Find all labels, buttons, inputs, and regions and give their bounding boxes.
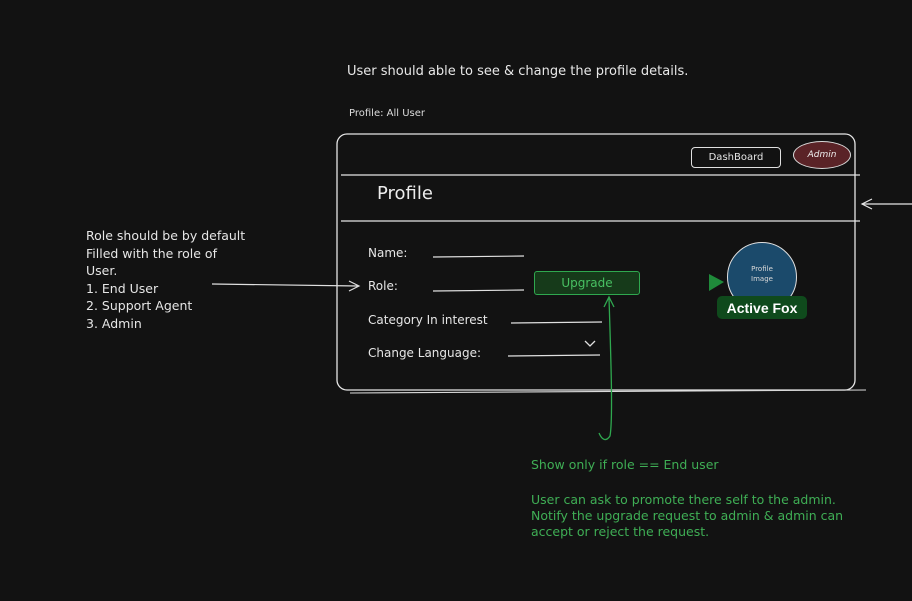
upgrade-note-line: Notify the upgrade request to admin & ad… [531,508,844,523]
chevron-down-icon[interactable] [584,338,596,351]
category-label: Category In interest [368,313,488,327]
frame-caption: Profile: All User [349,108,426,119]
right-arrow-head [860,198,873,210]
language-field-line [507,354,601,357]
upgrade-button[interactable]: Upgrade [534,271,640,295]
role-field-line [432,289,525,292]
role-note-line: Filled with the role of [86,245,217,261]
role-label: Role: [368,279,398,293]
name-label: Name: [368,246,408,260]
upgrade-arrow-line [598,297,613,441]
page-title: Profile [377,183,433,204]
role-note-line: 3. Admin [86,315,142,331]
category-field-line [510,321,603,324]
language-label: Change Language: [368,346,482,360]
name-field-line [432,255,525,258]
upgrade-arrow-head [603,295,615,308]
profile-image-label-line1: Profile [751,265,773,273]
status-badge: Active Fox [717,296,807,319]
role-note-line: User. [86,263,118,278]
upgrade-description-note: User can ask to promote there self to th… [531,492,843,540]
role-note-line: Role should be by default [86,228,246,243]
header-note: User should able to see & change the pro… [347,64,689,79]
dashboard-button[interactable]: DashBoard [691,147,781,168]
role-note: Role should be by default Filled with th… [86,227,245,332]
role-note-arrow-line [211,283,359,287]
admin-button[interactable]: Admin [793,141,851,169]
profile-frame [336,133,856,391]
upgrade-condition-note: Show only if role == End user [531,457,719,472]
upgrade-note-line: User can ask to promote there self to th… [531,492,836,507]
badge-pointer [709,274,724,291]
frame-underline [349,389,867,394]
upgrade-note-line: accept or reject the request. [531,524,710,539]
profile-image-label: Profile Image [727,264,797,284]
role-note-arrow-head [348,280,361,292]
role-note-line: 2. Support Agent [86,298,193,313]
role-note-line: 1. End User [86,280,159,296]
profile-image-label-line2: Image [751,275,773,283]
